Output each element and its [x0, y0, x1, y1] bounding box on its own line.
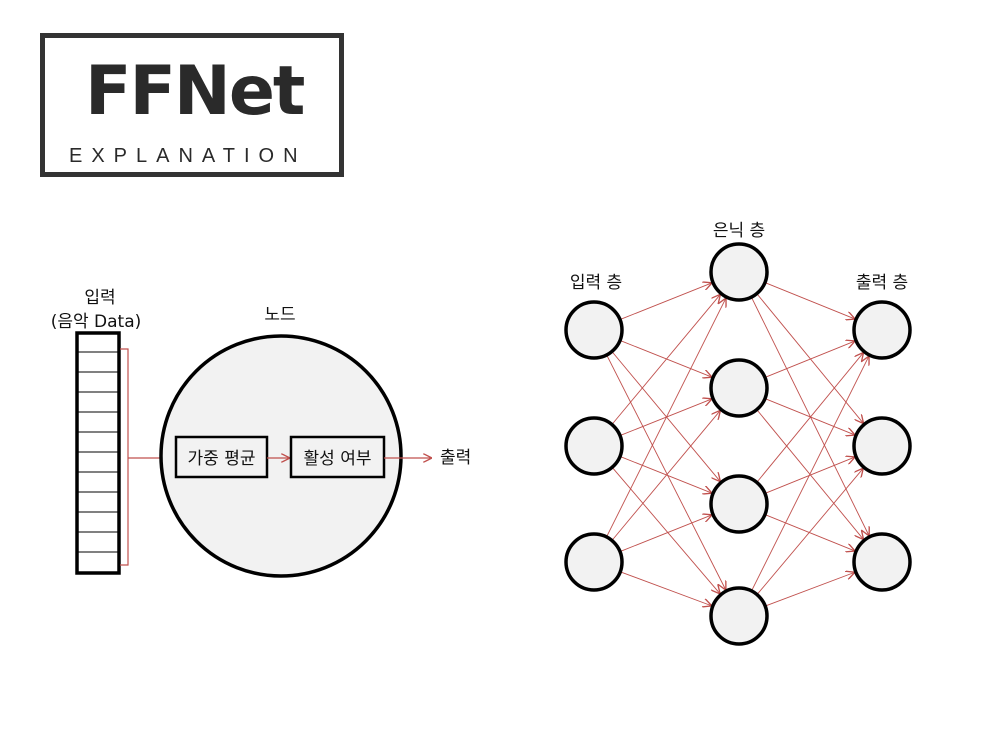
connection-line [764, 457, 855, 494]
node-label: 노드 [264, 305, 295, 325]
connection-line [606, 354, 726, 590]
hidden-layer-label: 은닉 층 [713, 221, 765, 241]
connection-line [620, 571, 712, 606]
connection-line [764, 514, 855, 552]
input-bracket [120, 348, 129, 566]
neurons [564, 242, 912, 646]
weighted-average-label: 가중 평균 [188, 449, 256, 469]
connection-line [611, 351, 721, 482]
hidden-node [709, 242, 769, 302]
output-node [852, 300, 912, 360]
connection-line [764, 341, 855, 378]
output-node [852, 532, 912, 592]
node-diagram: 입력 (음악 Data) 노드 가중 평균 활성 여부 출력 [51, 288, 471, 578]
output-label: 출력 [440, 448, 471, 468]
connection-line [619, 515, 712, 553]
input-layer-label: 입력 층 [570, 273, 622, 293]
hidden-node [709, 358, 769, 418]
hidden-node [709, 474, 769, 534]
connection-line [756, 352, 864, 483]
input-node [564, 532, 624, 592]
input-vector [75, 331, 121, 575]
connection-line [619, 455, 712, 493]
title-subtitle: EXPLANATION [69, 145, 307, 167]
weighted-average-box [174, 435, 269, 479]
connection-line [611, 467, 720, 594]
title-main: FFNet [85, 52, 305, 131]
input-node [564, 300, 624, 360]
connection-line [606, 298, 727, 538]
activation-box [289, 435, 386, 479]
hidden-node [709, 586, 769, 646]
connection-line [756, 293, 864, 424]
output-node [852, 416, 912, 476]
connection-line [611, 410, 721, 541]
input-node [564, 416, 624, 476]
connection-line [751, 356, 870, 592]
connection-line [764, 282, 855, 320]
activation-label: 활성 여부 [304, 449, 372, 469]
connection-line [611, 294, 721, 425]
connection-line [765, 572, 855, 607]
connection-line [764, 398, 855, 436]
connection-line [756, 468, 863, 595]
connections [606, 282, 870, 607]
input-label: 입력 [84, 288, 115, 308]
connection-line [619, 283, 712, 321]
connection-line [619, 339, 712, 377]
network-diagram: 입력 층 은닉 층 출력 층 [564, 221, 912, 646]
output-layer-label: 출력 층 [856, 273, 908, 293]
title-box: FFNet EXPLANATION [40, 33, 344, 177]
input-sublabel: (음악 Data) [51, 312, 142, 332]
input-vector-frame [75, 331, 121, 575]
